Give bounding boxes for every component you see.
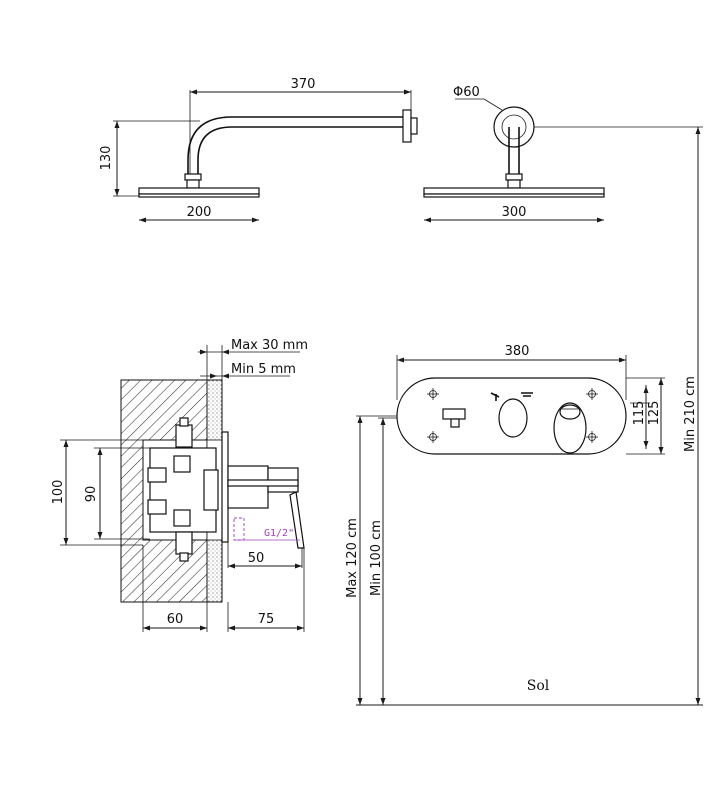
shower-arm-side-view: 370 130 200	[99, 77, 418, 223]
dim-arm-height: 130	[99, 146, 114, 171]
shower-arm-front-view: Φ60 300	[423, 85, 703, 223]
dim-pipe-diameter: Φ60	[453, 85, 480, 100]
dim-head-small: 200	[187, 205, 212, 220]
dim-plate-width: 380	[505, 344, 530, 359]
dim-min-210: Min 210 cm	[683, 376, 698, 452]
wall-section-view: G1/2" Max 30 mm Min 5 mm 100 90 50	[51, 338, 308, 632]
dim-depth-75: 75	[258, 612, 275, 627]
dim-min-wall-depth: Min 5 mm	[231, 362, 296, 377]
dim-depth-60: 60	[167, 612, 184, 627]
dim-height-100: 100	[51, 480, 66, 505]
dim-max-120: Max 120 cm	[345, 518, 360, 598]
control-plate-front-view: 380 115	[396, 344, 665, 455]
dim-thread-size: G1/2"	[264, 528, 294, 539]
dim-head-large: 300	[502, 205, 527, 220]
dim-plate-height-115: 115	[632, 401, 647, 426]
dim-max-wall-depth: Max 30 mm	[231, 338, 308, 353]
installation-height-dimensions: Sol Min 210 cm Max 120 cm Min 100 cm	[345, 127, 703, 706]
dim-min-100: Min 100 cm	[369, 520, 384, 596]
dim-arm-length: 370	[291, 77, 316, 92]
floor-label: Sol	[527, 678, 550, 694]
dim-plate-height-125: 125	[647, 401, 662, 426]
dim-height-90: 90	[84, 486, 99, 503]
dim-depth-50: 50	[248, 551, 265, 566]
